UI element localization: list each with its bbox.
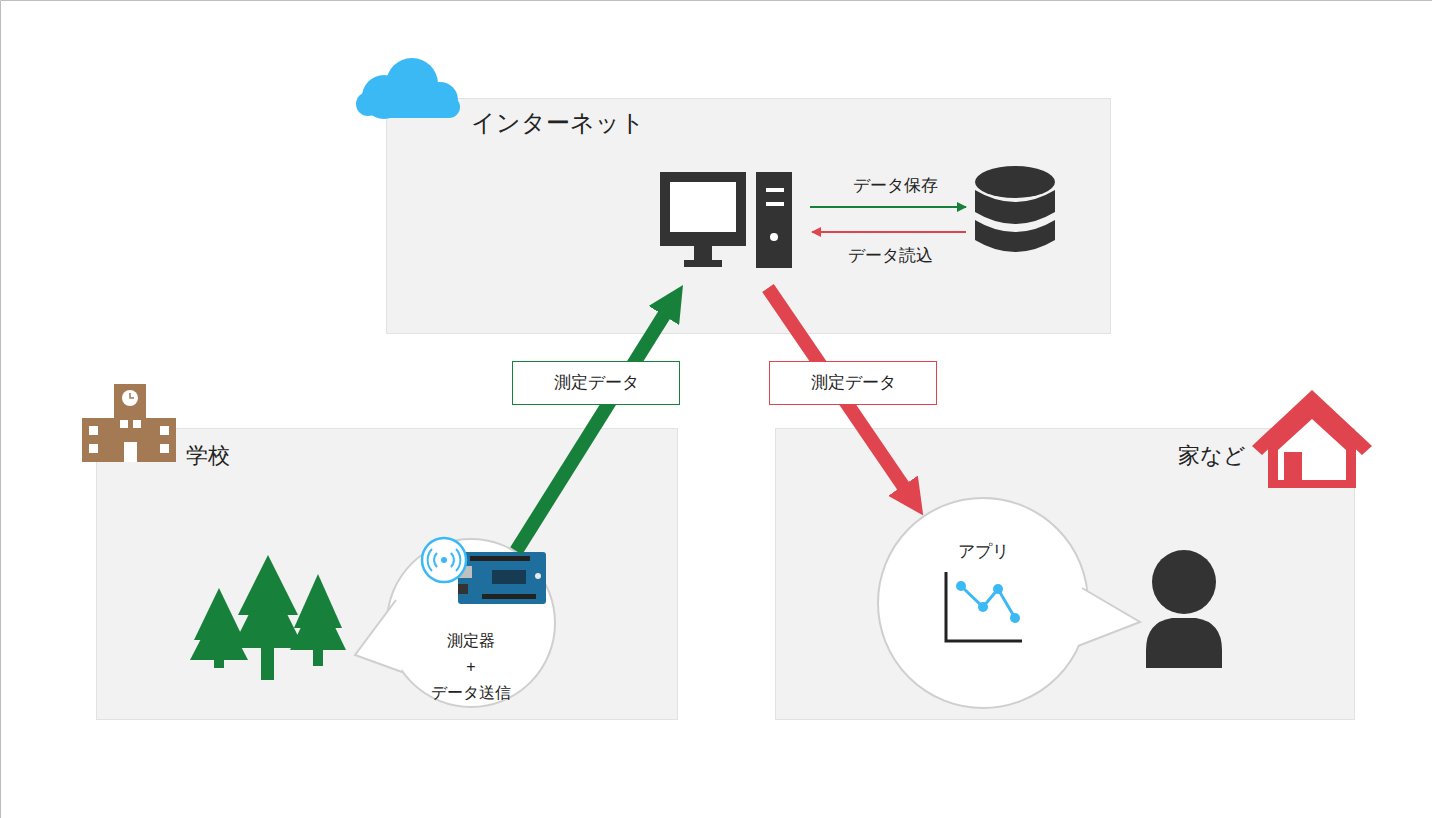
area-panel: 学校測定器 + データ送信 <box>96 428 678 720</box>
flow-label: データ保存 <box>853 176 938 196</box>
area-heading: 家など <box>1178 443 1246 469</box>
edge-label: 測定データ <box>769 361 937 405</box>
school-icon <box>82 384 176 462</box>
area-heading: インターネット <box>471 109 645 138</box>
house-icon <box>1252 390 1372 488</box>
chart-icon <box>946 572 1022 641</box>
data-flow-arrow <box>516 309 668 551</box>
database-icon <box>975 166 1055 252</box>
microcontroller-board <box>458 552 546 604</box>
bubble-tail <box>355 600 402 672</box>
bubble-text: 測定器 + データ送信 <box>415 628 527 706</box>
bubble-tail <box>1078 588 1140 646</box>
edge-label: 測定データ <box>512 361 680 405</box>
save-arrow <box>810 206 966 208</box>
read-arrow <box>812 231 966 233</box>
computer-icon <box>660 172 792 268</box>
bubble-text: アプリ <box>923 539 1043 565</box>
flow-label: データ読込 <box>848 246 933 266</box>
cloud-icon <box>356 58 460 119</box>
wireless-icon <box>422 538 466 582</box>
trees <box>190 555 346 680</box>
person-icon <box>1146 550 1222 668</box>
area-heading: 学校 <box>186 443 230 469</box>
frame-line <box>1 0 1432 1</box>
frame-line <box>0 1 1 818</box>
